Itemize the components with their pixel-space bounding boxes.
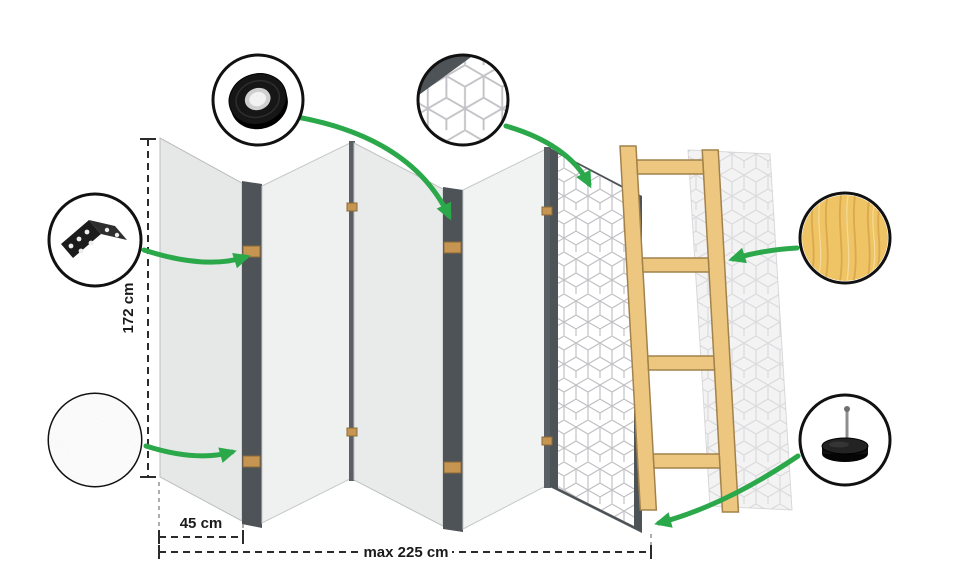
divider-panel-4 <box>462 148 547 530</box>
wooden-frame <box>619 145 740 513</box>
arrow-hinge <box>141 247 251 269</box>
tape-icon <box>228 73 288 130</box>
callout-tape <box>211 53 305 147</box>
panel-edge-1 <box>242 181 262 528</box>
callout-hinge <box>47 192 143 288</box>
callout-foot <box>798 393 892 487</box>
divider-panel-3 <box>353 142 444 527</box>
texture-icon <box>49 394 141 486</box>
hinge-marks <box>242 202 553 474</box>
fold-line-2 <box>544 147 551 488</box>
max-width-label-bg <box>360 543 452 561</box>
arrow-foot <box>654 453 801 528</box>
arrow-pattern <box>503 123 592 189</box>
max-width-label: max 225 cm <box>363 544 448 561</box>
dimension-panel-width <box>158 530 244 544</box>
arrow-tape <box>294 114 452 221</box>
panel-width-label: 45 cm <box>180 515 223 532</box>
callout-arrows <box>141 114 801 528</box>
wood-texture-icon <box>802 195 888 281</box>
callout-pattern <box>416 53 510 147</box>
height-label: 172 cm <box>120 283 137 334</box>
panel-edge-2 <box>443 187 463 532</box>
callout-wood <box>798 191 892 285</box>
callout-texture <box>47 392 143 488</box>
arrow-texture <box>143 443 237 463</box>
foot-icon <box>821 406 869 462</box>
hinge-icon <box>61 220 127 258</box>
dimension-height <box>140 138 156 478</box>
patterned-panel <box>550 148 642 533</box>
pattern-texture-icon <box>418 55 508 145</box>
divider-panel-1 <box>159 137 243 522</box>
divider-panel-2 <box>261 142 351 524</box>
arrow-wood <box>728 245 800 264</box>
